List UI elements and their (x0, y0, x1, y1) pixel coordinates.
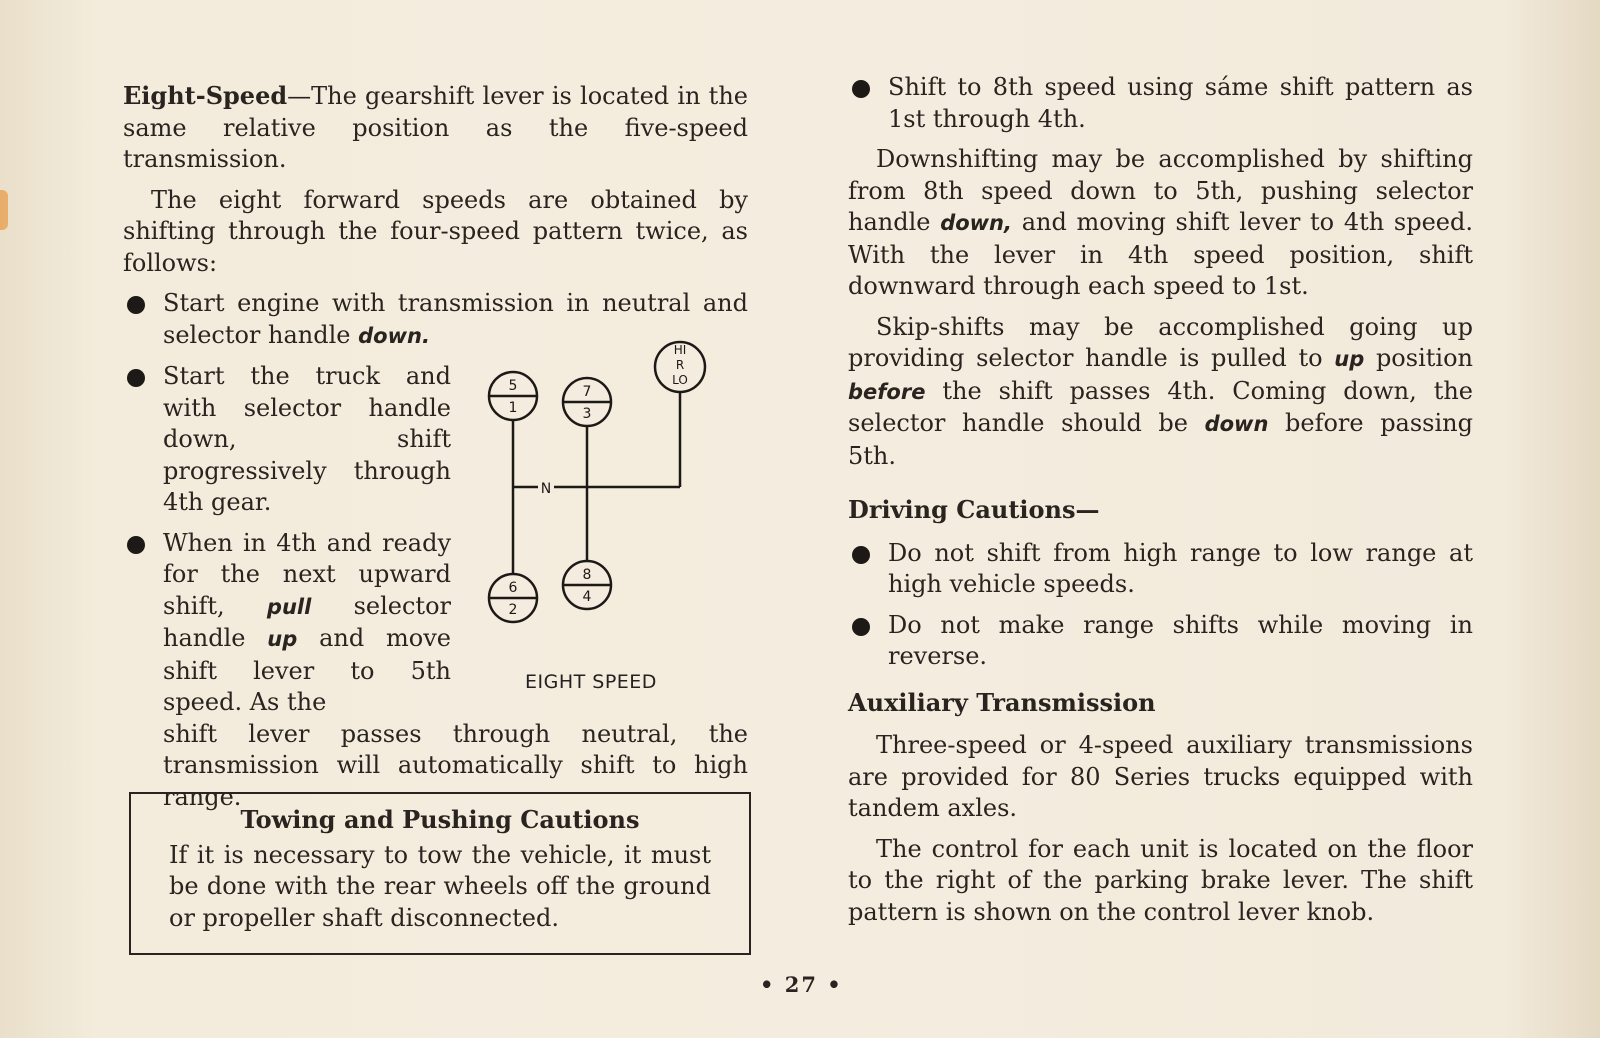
range-r-label: R (676, 358, 684, 372)
range-hi-label: HI (674, 343, 687, 357)
gear-6-label: 6 (509, 580, 518, 596)
range-lo-label: LO (672, 373, 688, 387)
page-edge-tab (0, 190, 8, 230)
gear-4-label: 4 (583, 589, 592, 605)
page-number: • 27 • (760, 972, 843, 997)
bullet-reverse-range-shift: Do not make range shifts while moving in… (848, 610, 1473, 673)
bullet-shift-to-8th: Shift to 8th speed using sáme shift patt… (848, 72, 1473, 135)
bullet-icon (852, 617, 870, 636)
bullet-icon (852, 545, 870, 564)
towing-cautions-title: Towing and Pushing Cautions (240, 805, 640, 834)
bullet-when-in-4th: When in 4th and ready for the next upwar… (123, 528, 451, 719)
auxiliary-transmission-heading: Auxiliary Transmission (848, 687, 1156, 717)
neutral-label: N (541, 481, 551, 497)
gear-7-label: 7 (583, 384, 592, 400)
gear-3-label: 3 (583, 406, 592, 422)
left-column: Eight-Speed—The gearshift lever is locat… (123, 80, 748, 813)
bullet-start-truck: Start the truck and with selector handle… (123, 361, 451, 519)
towing-cautions-body: If it is necessary to tow the vehicle, i… (169, 840, 711, 932)
gear-5-label: 5 (509, 378, 518, 394)
bullet-icon (127, 296, 145, 314)
bullet-start-engine: Start engine with transmission in neutra… (123, 288, 748, 352)
downshifting-paragraph: Downshifting may be accomplished by shif… (848, 145, 1473, 300)
auxiliary-paragraph-2: The control for each unit is located on … (848, 834, 1473, 926)
gear-1-label: 1 (509, 400, 518, 416)
eight-speed-shift-pattern-diagram: 5 1 7 3 6 2 8 4 N HI R LO (487, 340, 707, 624)
gear-8-label: 8 (583, 567, 592, 583)
bullet-icon (127, 535, 145, 554)
gear-2-label: 2 (509, 602, 518, 618)
bullet-high-to-low-range: Do not shift from high range to low rang… (848, 538, 1473, 601)
right-column: Shift to 8th speed using sáme shift patt… (848, 72, 1473, 937)
eight-speed-heading: Eight-Speed (123, 81, 288, 110)
eight-speed-intro: Eight-Speed—The gearshift lever is locat… (123, 81, 748, 173)
bullet-icon (127, 369, 145, 387)
eight-speed-paragraph: The eight forward speeds are obtained by… (123, 185, 748, 277)
bullet-when-in-4th-continued: shift lever passes through neutral, the … (163, 719, 748, 811)
driving-cautions-heading: Driving Cautions— (848, 495, 1100, 524)
diagram-caption: EIGHT SPEED (525, 671, 657, 693)
skip-shifts-paragraph: Skip-shifts may be accomplished going up… (848, 312, 1473, 470)
towing-cautions-box: Towing and Pushing Cautions If it is nec… (129, 792, 751, 955)
auxiliary-paragraph-1: Three-speed or 4-speed auxiliary transmi… (848, 731, 1473, 822)
bullet-icon (852, 80, 870, 98)
